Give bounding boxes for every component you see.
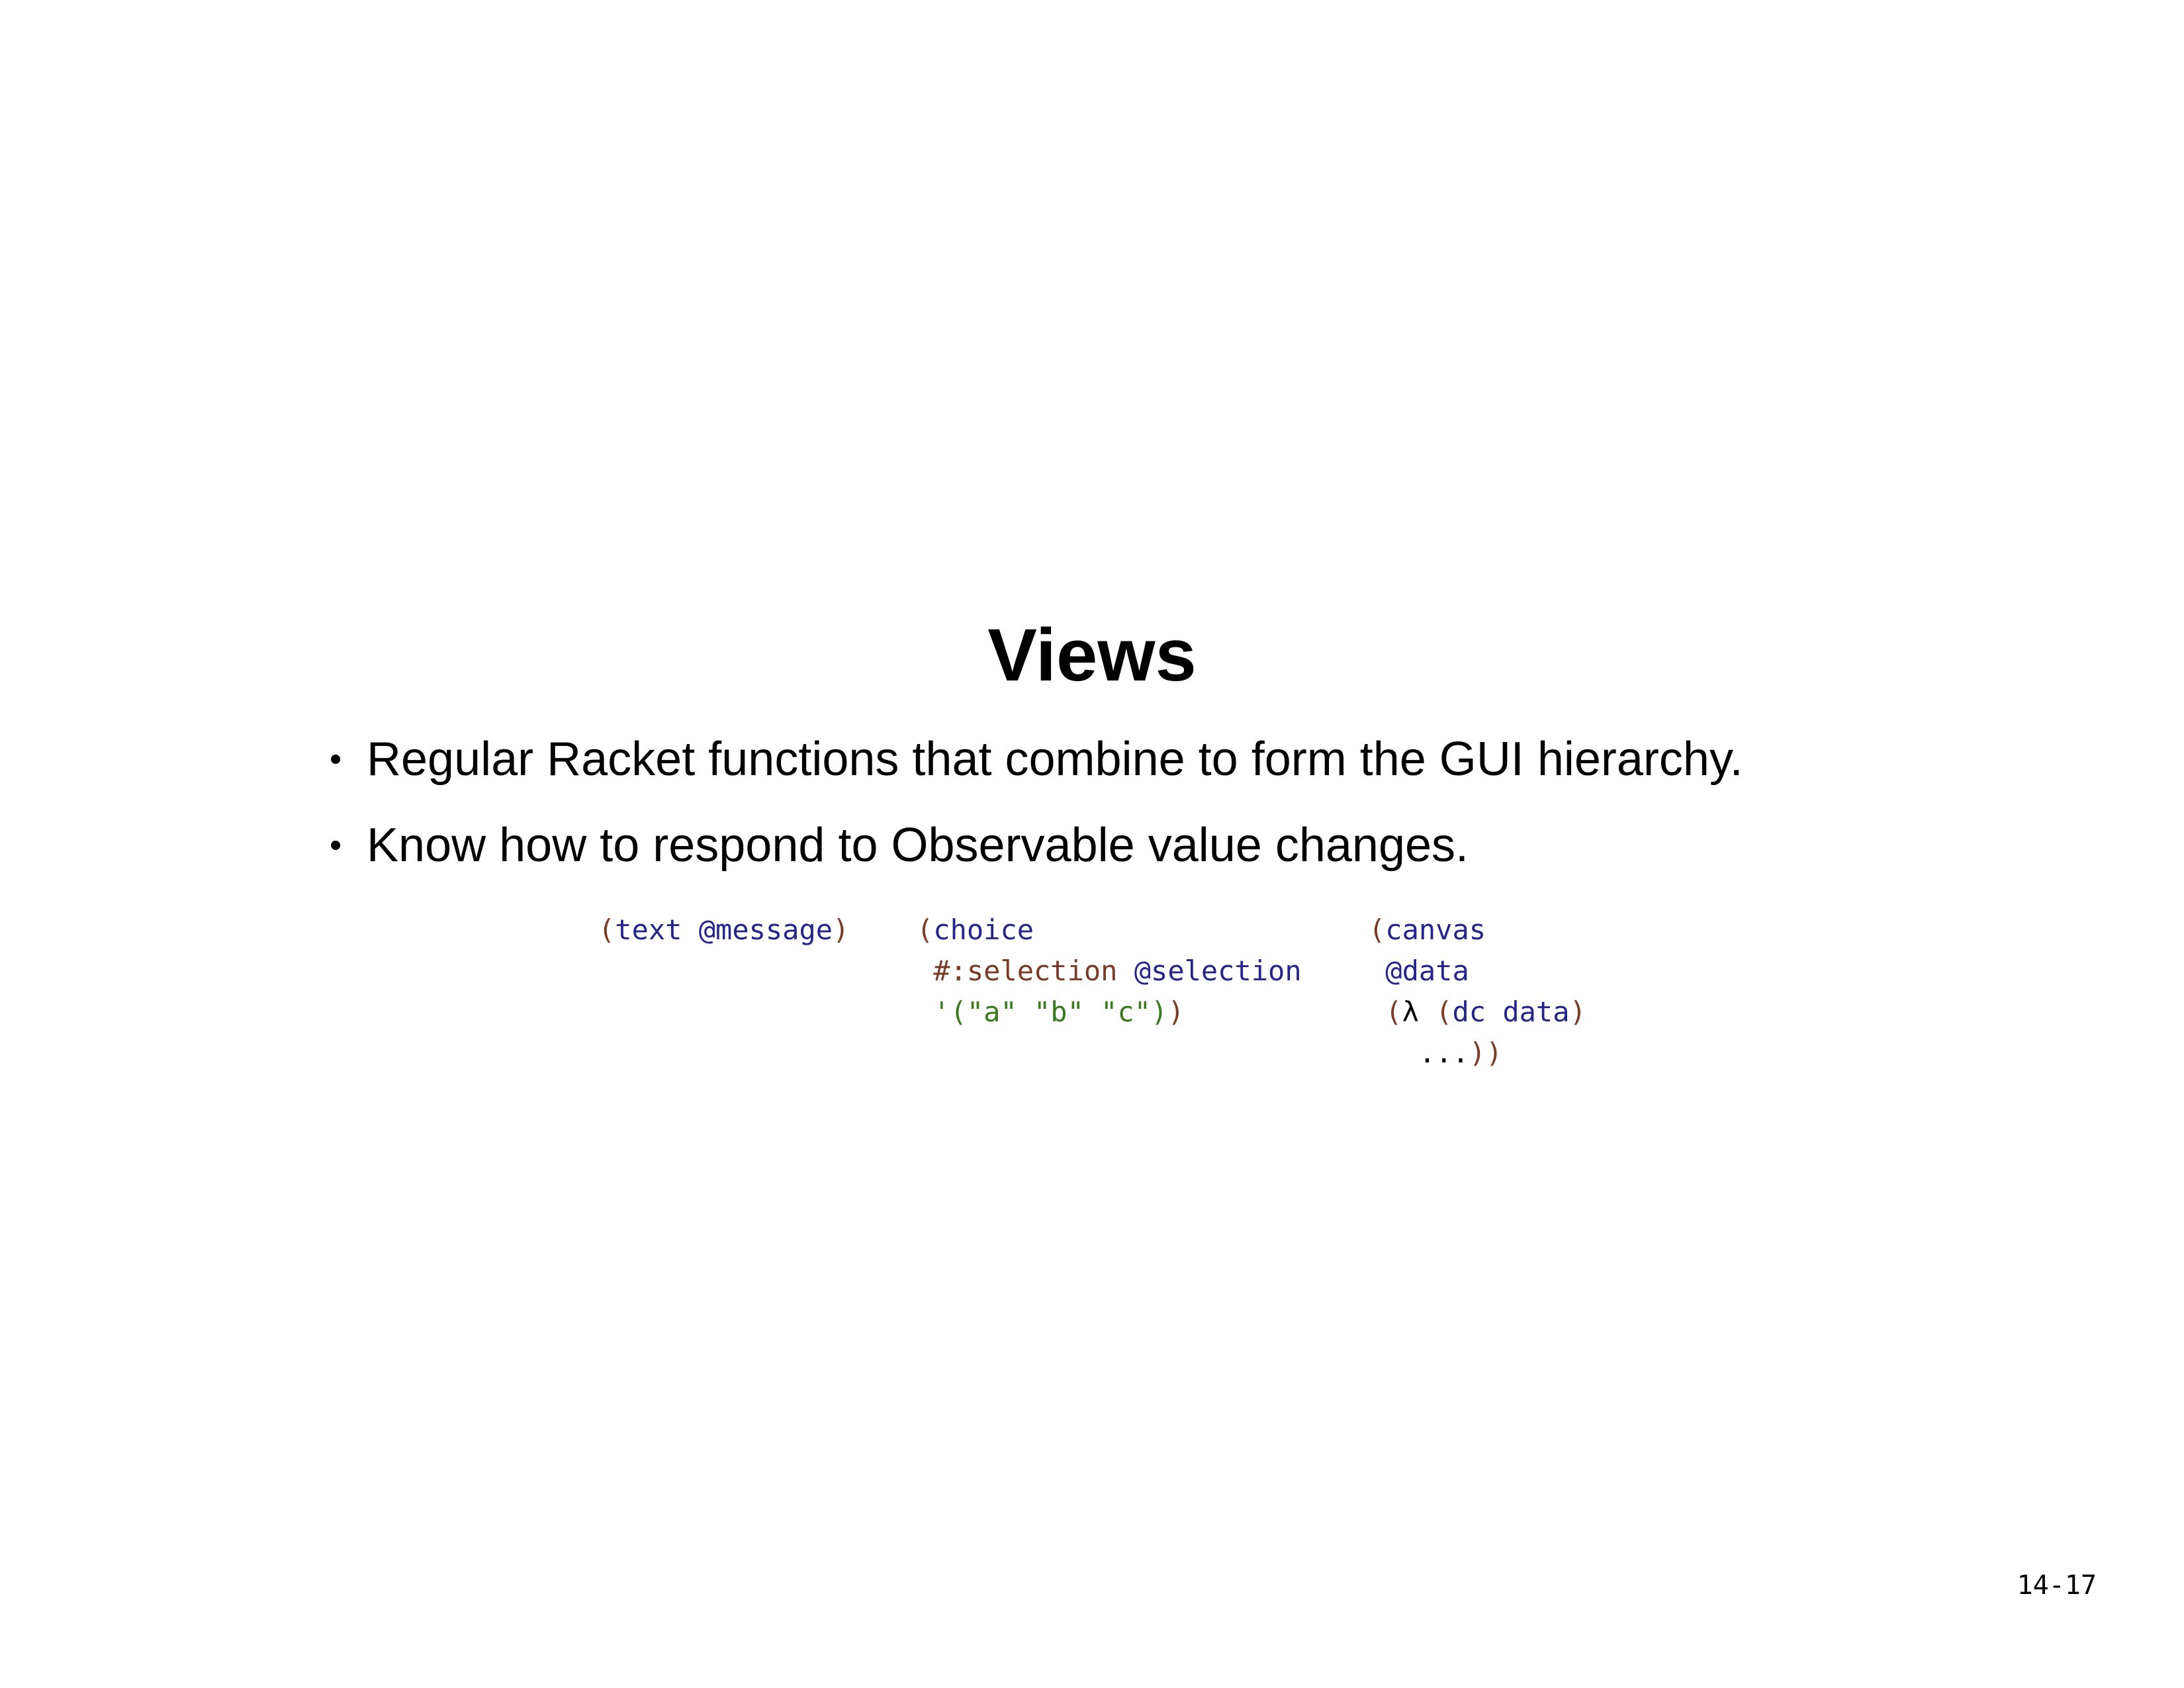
code-function: choice [933, 914, 1034, 946]
bullet-item: • Regular Racket functions that combine t… [330, 726, 1743, 812]
code-params: dc data [1452, 996, 1570, 1028]
code-paren: ( [1369, 914, 1386, 946]
code-canvas-example: (canvas @data (λ (dc data) ...)) [1369, 910, 1586, 1074]
code-paren: ( [1435, 996, 1453, 1028]
code-paren: ) [833, 914, 850, 946]
code-paren: ( [1385, 996, 1402, 1028]
bullet-marker: • [330, 740, 342, 778]
bullet-text: Regular Racket functions that combine to… [367, 733, 1743, 786]
code-argument: @data [1385, 955, 1469, 987]
code-argument: @selection [1134, 955, 1302, 987]
code-paren: ( [917, 914, 934, 946]
code-function: canvas [1385, 914, 1486, 946]
code-lambda: λ [1402, 996, 1419, 1028]
slide-title: Views [987, 614, 1197, 696]
code-paren: ) [1167, 996, 1185, 1028]
code-keyword: #:selection [933, 955, 1118, 987]
bullet-text: Know how to respond to Observable value … [367, 819, 1469, 872]
code-function: text [615, 914, 682, 946]
bullet-marker: • [330, 826, 342, 865]
code-paren: ( [598, 914, 615, 946]
code-text-example: (text @message) [598, 910, 849, 951]
code-paren: ) [1569, 996, 1586, 1028]
code-argument: @message [698, 914, 833, 946]
code-choice-example: (choice #:selection @selection '("a" "b"… [917, 910, 1302, 1033]
code-string-list: '("a" "b" "c") [933, 996, 1168, 1028]
bullet-list: • Regular Racket functions that combine t… [330, 726, 1743, 898]
code-ellipsis: ... [1418, 1037, 1469, 1069]
bullet-item: • Know how to respond to Observable value… [330, 812, 1743, 898]
code-paren: )) [1469, 1037, 1503, 1069]
page-number: 14-17 [2017, 1570, 2097, 1601]
